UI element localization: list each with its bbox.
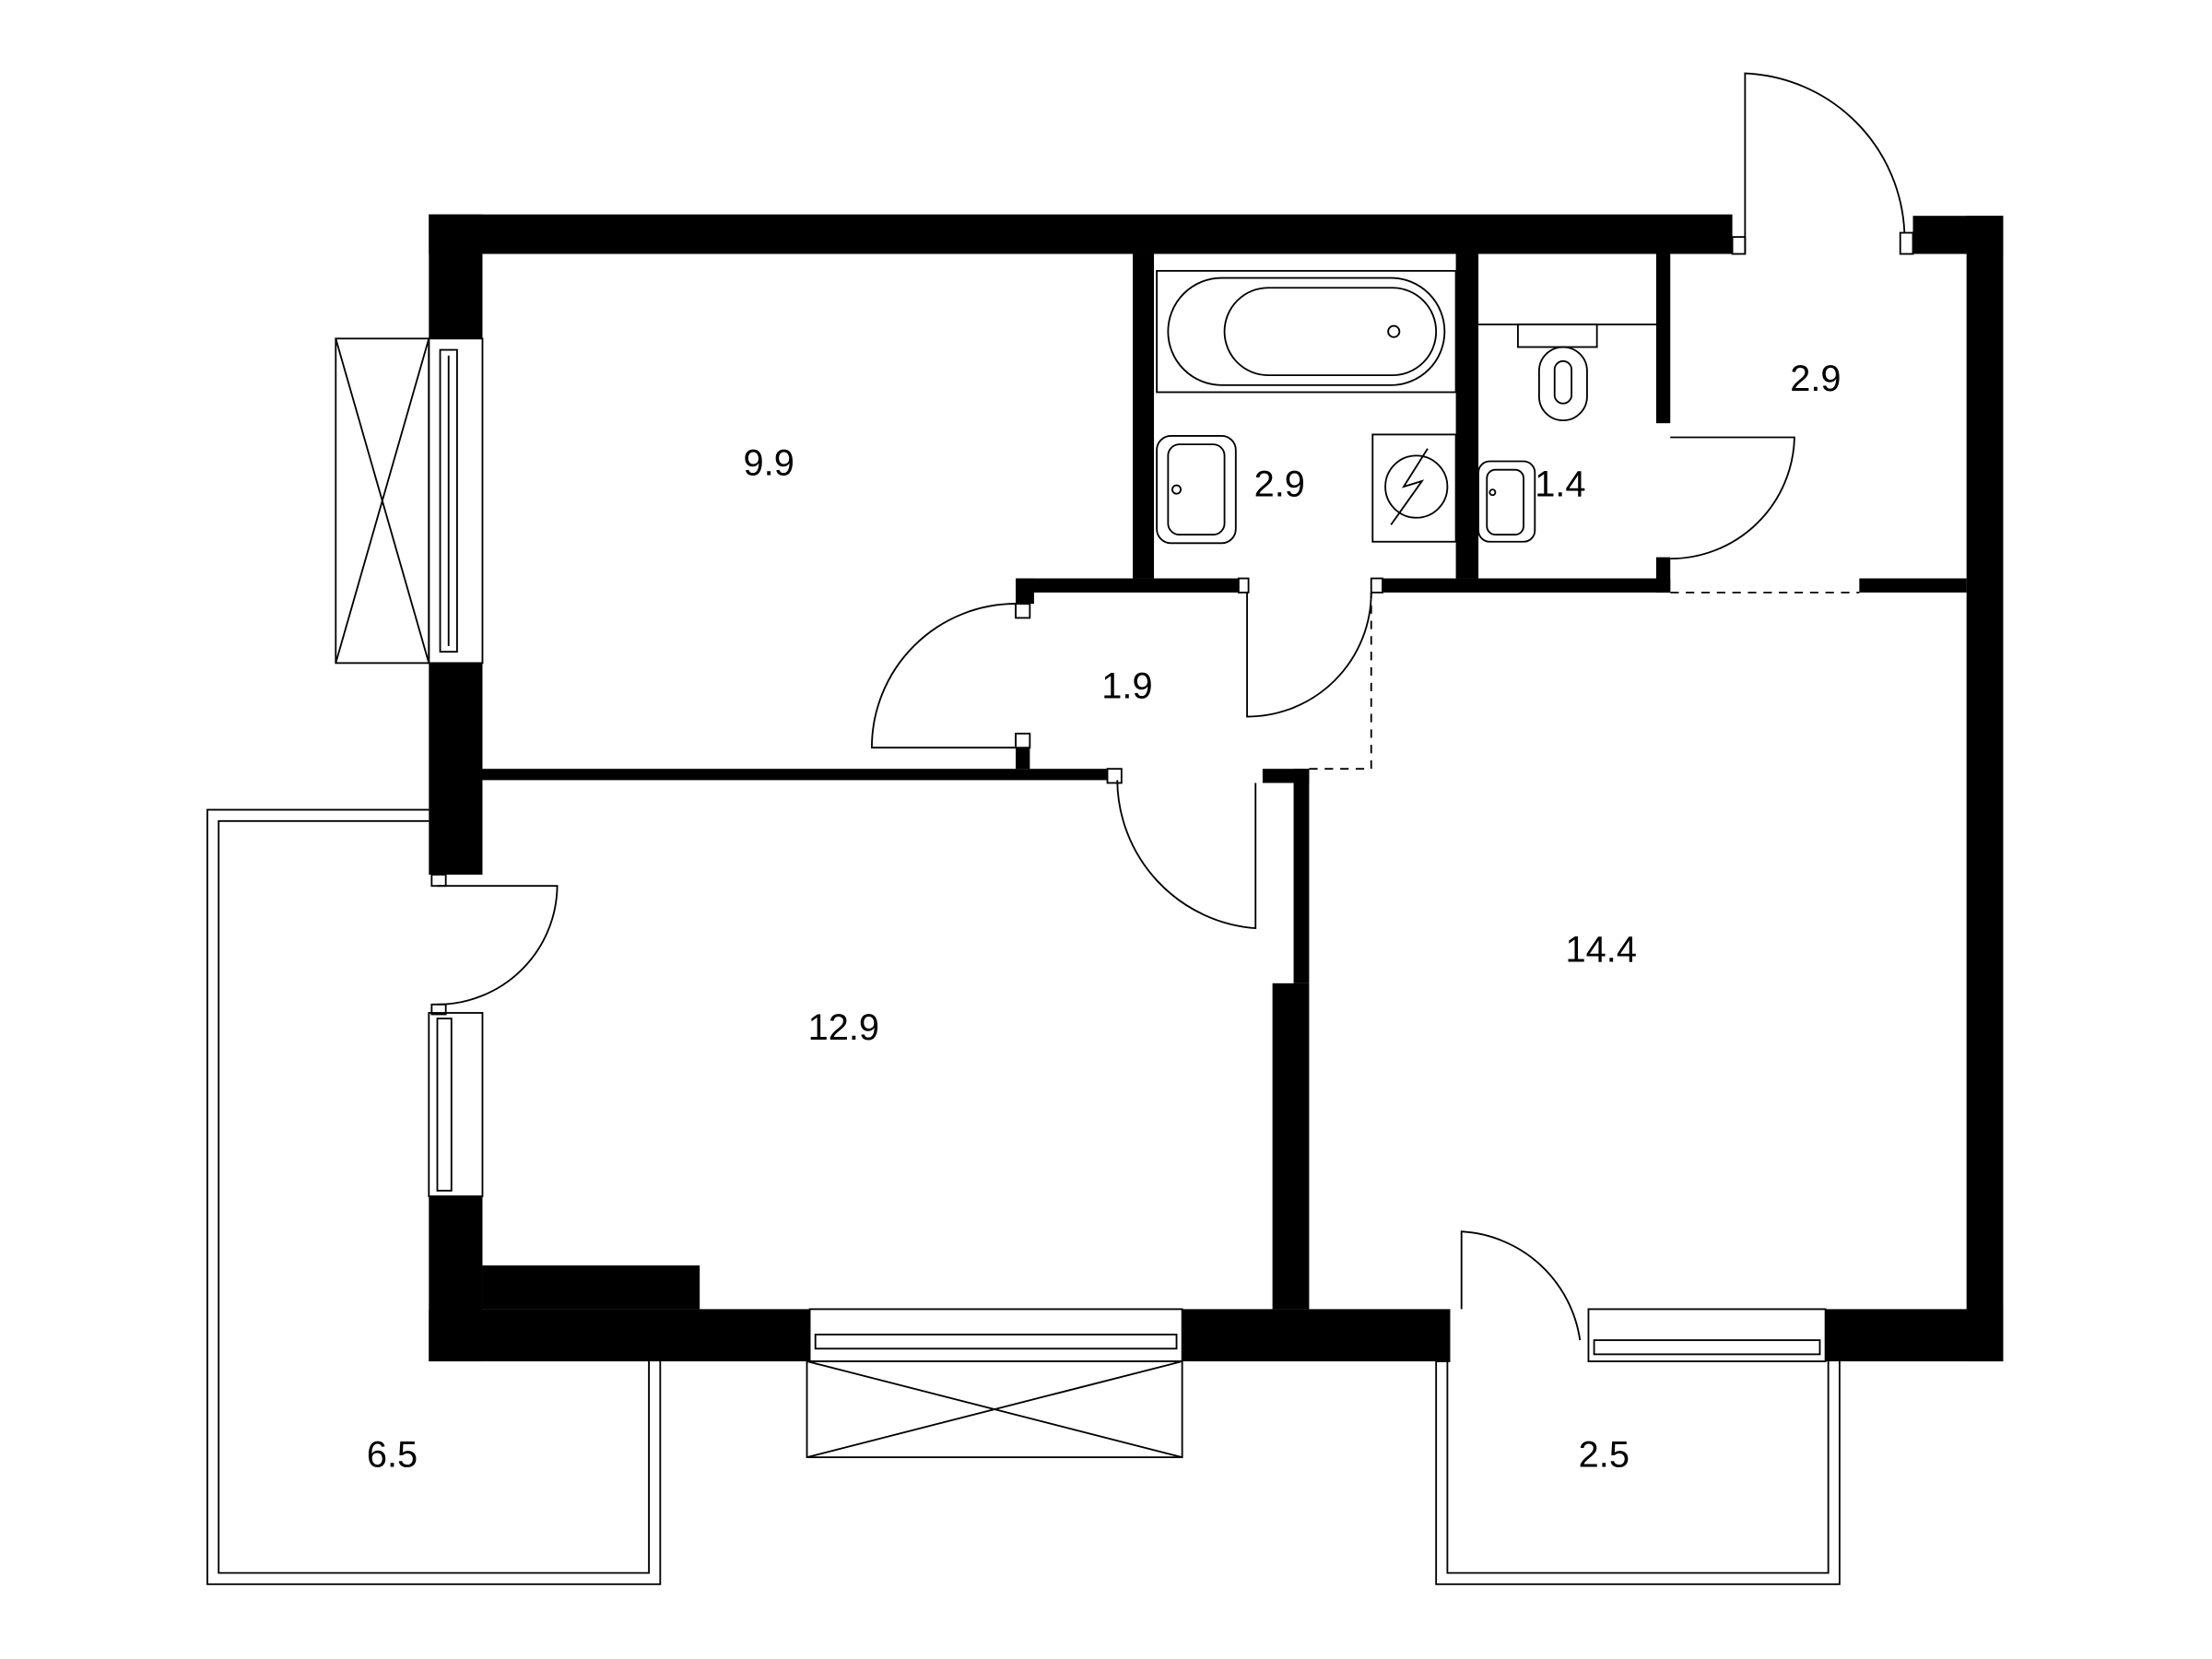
sink-icon: [1156, 435, 1237, 545]
window-bottom: [806, 1308, 1183, 1459]
wc-sink-icon: [1477, 460, 1536, 543]
room-area-entrance-hall: 2.9: [1790, 359, 1841, 399]
balcony-right-door: [1460, 1230, 1582, 1341]
room-area-wc: 1.4: [1535, 465, 1585, 505]
window-left-bottom: [428, 1012, 484, 1197]
wc-door: [1670, 436, 1795, 560]
bathroom-door: [1246, 592, 1372, 718]
window-bottom-right: [1587, 1308, 1827, 1362]
balcony-left-door: [437, 885, 559, 1006]
walls: [429, 214, 2004, 1362]
opening-dashed: [1309, 591, 1860, 771]
bedroom-door: [870, 603, 1017, 749]
room-area-bathroom: 2.9: [1254, 465, 1305, 505]
bathtub-icon: [1156, 269, 1457, 394]
room-area-balcony-right: 2.5: [1579, 1435, 1630, 1476]
toilet-icon: [1478, 324, 1656, 422]
balcony-right-outline: [1435, 1360, 1841, 1585]
washing-machine-icon: [1371, 433, 1457, 543]
balcony-left-outline: [206, 808, 662, 1585]
entrance-door: [1744, 72, 1906, 254]
room-area-bedroom: 9.9: [744, 443, 794, 484]
room-area-corridor: 1.9: [1101, 665, 1152, 706]
room-area-balcony-left: 6.5: [367, 1435, 418, 1476]
living-door: [1116, 780, 1257, 930]
doors: [430, 72, 1914, 1341]
window-left-top: [335, 337, 484, 665]
room-area-living-room: 12.9: [808, 1007, 879, 1048]
room-area-kitchen-living: 14.4: [1566, 930, 1637, 971]
